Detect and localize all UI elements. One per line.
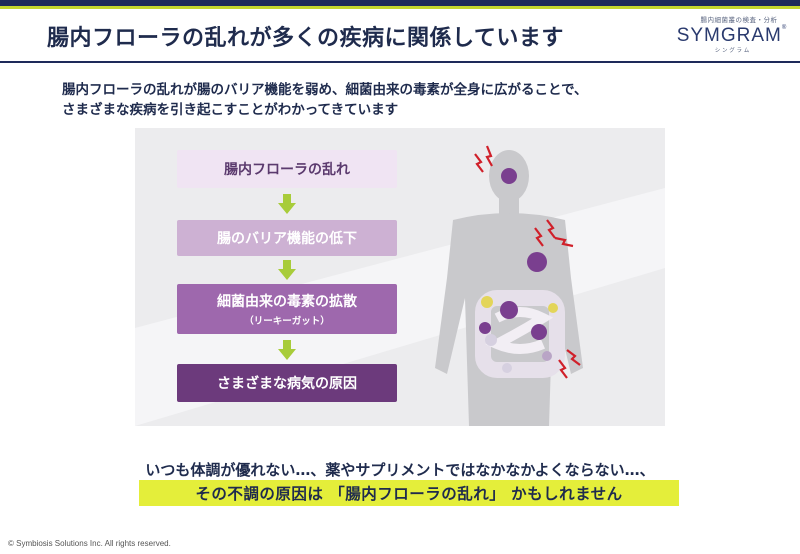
flow-step-2: 腸のバリア機能の低下 bbox=[177, 220, 397, 256]
down-arrow-icon bbox=[278, 194, 296, 214]
logo-registered-mark: ® bbox=[781, 25, 788, 31]
flow-step-3-label: 細菌由来の毒素の拡散 bbox=[217, 294, 357, 310]
down-arrow-icon bbox=[278, 260, 296, 280]
human-body-silhouette bbox=[435, 150, 583, 426]
flow-step-3-sublabel: （リーキーガット） bbox=[244, 316, 330, 327]
lightning-icon bbox=[474, 145, 581, 379]
flow-step-2-label: 腸のバリア機能の低下 bbox=[217, 231, 357, 247]
top-accent-stripe bbox=[0, 6, 800, 9]
intestine-illustration bbox=[475, 290, 565, 378]
flow-step-1: 腸内フローラの乱れ bbox=[177, 150, 397, 188]
flow-step-3: 細菌由来の毒素の拡散 （リーキーガット） bbox=[177, 284, 397, 334]
symgram-logo: 腸内細菌叢の検査・分析 SYMGRAM® シ ン グ ラ ム bbox=[668, 14, 796, 58]
copyright-notice: © Symbiosis Solutions Inc. All rights re… bbox=[8, 539, 171, 548]
germ-icon bbox=[479, 168, 547, 340]
logo-tagline: 腸内細菌叢の検査・分析 bbox=[700, 16, 778, 24]
logo-kana: シ ン グ ラ ム bbox=[714, 48, 750, 54]
flow-step-4: さまざまな病気の原因 bbox=[177, 364, 397, 402]
highlight-message: その不調の原因は 「腸内フローラの乱れ」 かもしれません bbox=[139, 480, 679, 506]
logo-wordmark: SYMGRAM® bbox=[668, 25, 796, 47]
lead-text: 腸内フローラの乱れが腸のバリア機能を弱め、細菌由来の毒素が全身に広がることで、 … bbox=[62, 80, 762, 120]
lead-line-2: さまざまな疾病を引き起こすことがわかってきています bbox=[62, 102, 399, 118]
title-divider bbox=[0, 61, 800, 63]
flow-step-1-label: 腸内フローラの乱れ bbox=[224, 162, 350, 178]
highlight-message-text: その不調の原因は 「腸内フローラの乱れ」 かもしれません bbox=[195, 485, 623, 503]
flow-step-4-label: さまざまな病気の原因 bbox=[217, 376, 357, 392]
symptom-question: いつも体調が優れない…、薬やサプリメントではなかなかよくならない…、 bbox=[145, 461, 655, 479]
leaky-gut-figure: 腸内フローラの乱れ 腸のバリア機能の低下 細菌由来の毒素の拡散 （リーキーガット… bbox=[135, 128, 665, 426]
lead-line-1: 腸内フローラの乱れが腸のバリア機能を弱め、細菌由来の毒素が全身に広がることで、 bbox=[62, 82, 588, 98]
top-accent-bar bbox=[0, 0, 800, 6]
page-title: 腸内フローラの乱れが多くの疾病に関係しています bbox=[47, 26, 564, 51]
down-arrow-icon bbox=[278, 340, 296, 360]
logo-wordmark-text: SYMGRAM bbox=[676, 25, 782, 46]
